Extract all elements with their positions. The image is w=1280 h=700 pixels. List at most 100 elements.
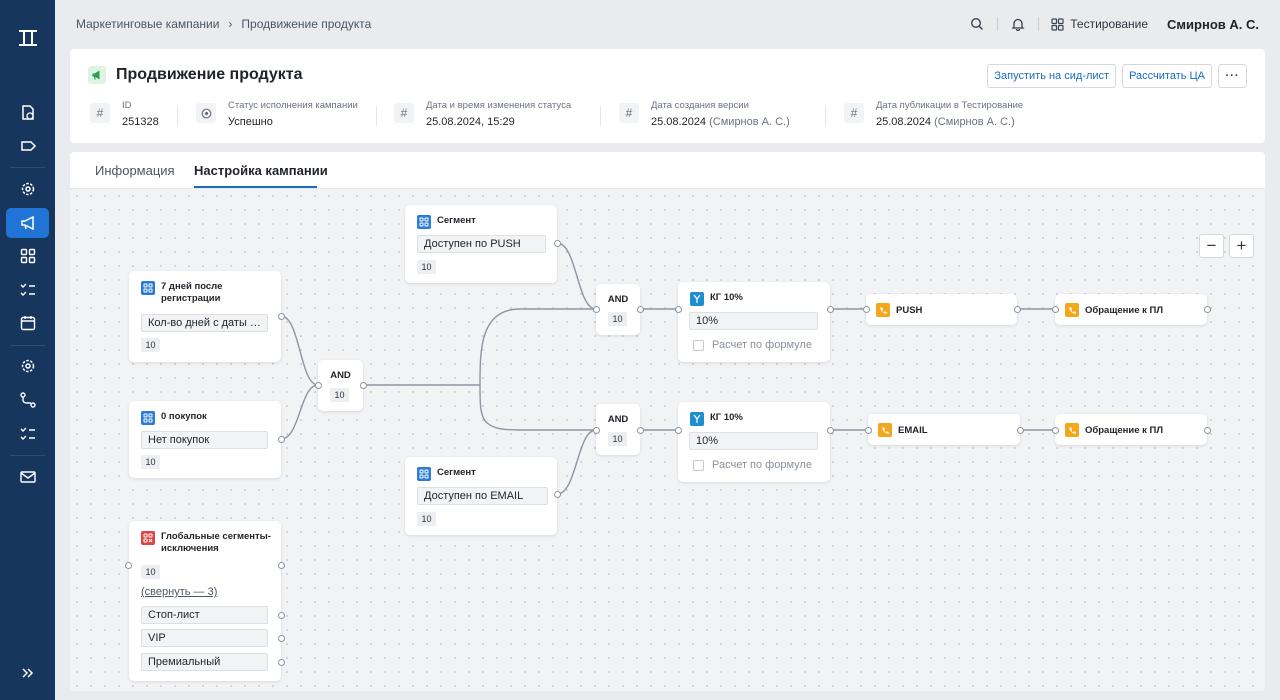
- input-port[interactable]: [865, 427, 872, 434]
- node-channel-push[interactable]: PUSH: [866, 294, 1017, 325]
- sidebar-item-messages[interactable]: [6, 462, 49, 492]
- sidebar-item-widgets[interactable]: [6, 241, 49, 271]
- node-segment-email[interactable]: Сегмент Доступен по EMAIL 10: [405, 457, 557, 535]
- checkbox-label: Расчет по формуле: [712, 339, 812, 351]
- node-and-push[interactable]: AND 10: [596, 284, 640, 335]
- phone-icon: [1065, 423, 1079, 437]
- output-port[interactable]: [1014, 306, 1021, 313]
- sidebar-item-monitor[interactable]: [6, 98, 49, 128]
- meta-value-date: 25.08.2024: [651, 116, 707, 128]
- environment-switch[interactable]: Тестирование: [1051, 17, 1148, 31]
- tab-settings[interactable]: Настройка кампании: [194, 163, 328, 178]
- segment-icon: [141, 281, 155, 295]
- node-contact-pl-email[interactable]: Обращение к ПЛ: [1055, 414, 1207, 445]
- output-port[interactable]: [637, 427, 644, 434]
- sidebar-item-settings[interactable]: [6, 174, 49, 204]
- input-port[interactable]: [593, 427, 600, 434]
- input-port[interactable]: [863, 306, 870, 313]
- node-title: 7 дней после регистрации: [161, 281, 223, 304]
- chevron-double-right-icon: [21, 668, 33, 678]
- chevron-right-icon: ›: [228, 17, 233, 31]
- output-port[interactable]: [637, 306, 644, 313]
- output-port[interactable]: [278, 436, 285, 443]
- sidebar-expand[interactable]: [6, 658, 49, 688]
- node-channel-email[interactable]: EMAIL: [868, 414, 1020, 445]
- node-segment-7-days[interactable]: 7 дней после регистрации Кол-во дней с д…: [129, 271, 281, 362]
- output-port[interactable]: [1204, 306, 1211, 313]
- output-port[interactable]: [554, 491, 561, 498]
- output-port[interactable]: [1017, 427, 1024, 434]
- sidebar-item-tags[interactable]: [6, 131, 49, 161]
- node-field[interactable]: Доступен по EMAIL: [417, 487, 548, 505]
- formula-checkbox[interactable]: Расчет по формуле: [693, 459, 812, 471]
- logo-icon[interactable]: [17, 29, 39, 47]
- node-field[interactable]: Доступен по PUSH: [417, 235, 546, 253]
- sidebar-item-lists[interactable]: [6, 419, 49, 449]
- output-port[interactable]: [278, 635, 285, 642]
- zoom-in-button[interactable]: +: [1229, 234, 1254, 258]
- exclusion-item[interactable]: Стоп-лист: [141, 606, 268, 624]
- formula-checkbox[interactable]: Расчет по формуле: [693, 339, 812, 351]
- tabs: Информация Настройка кампании: [70, 152, 1265, 189]
- node-field[interactable]: Кол-во дней с даты регистрации: [141, 314, 268, 332]
- bell-icon[interactable]: [1010, 16, 1026, 32]
- input-port[interactable]: [1052, 306, 1059, 313]
- output-port[interactable]: [827, 427, 834, 434]
- sidebar-item-campaigns[interactable]: [6, 208, 49, 238]
- run-seed-list-button[interactable]: Запустить на сид-лист: [987, 64, 1117, 88]
- exclusion-item[interactable]: Премиальный: [141, 653, 268, 671]
- output-port[interactable]: [360, 382, 367, 389]
- sidebar-item-admin[interactable]: [6, 351, 49, 381]
- meta-status: Статус исполнения кампании Успешно: [196, 100, 358, 130]
- node-contact-pl-push[interactable]: Обращение к ПЛ: [1055, 294, 1207, 325]
- node-control-group-push[interactable]: КГ 10% 10% Расчет по формуле: [678, 282, 830, 362]
- node-segment-push[interactable]: Сегмент Доступен по PUSH 10: [405, 205, 557, 283]
- input-port[interactable]: [125, 562, 132, 569]
- checkbox-box[interactable]: [693, 459, 704, 471]
- sidebar-item-routes[interactable]: [6, 385, 49, 415]
- output-port[interactable]: [278, 612, 285, 619]
- meta-value-author: (Смирнов А. С.): [934, 116, 1015, 128]
- grid-icon: [1051, 17, 1064, 31]
- percent-field[interactable]: 10%: [689, 312, 818, 330]
- sidebar-item-calendar[interactable]: [6, 308, 49, 338]
- output-port[interactable]: [278, 659, 285, 666]
- output-port[interactable]: [278, 562, 285, 569]
- input-port[interactable]: [675, 427, 682, 434]
- node-field[interactable]: Нет покупок: [141, 431, 268, 449]
- percent-field[interactable]: 10%: [689, 432, 818, 450]
- tab-info[interactable]: Информация: [95, 163, 175, 178]
- breadcrumb-campaigns[interactable]: Маркетинговые кампании: [76, 17, 220, 31]
- node-control-group-email[interactable]: КГ 10% 10% Расчет по формуле: [678, 402, 830, 482]
- node-title: КГ 10%: [710, 292, 743, 303]
- output-port[interactable]: [554, 240, 561, 247]
- collapse-link[interactable]: (свернуть — 3): [141, 586, 218, 598]
- output-port[interactable]: [278, 313, 285, 320]
- sidebar-item-tasks[interactable]: [6, 275, 49, 305]
- input-port[interactable]: [593, 306, 600, 313]
- node-and-merge[interactable]: AND 10: [318, 360, 363, 411]
- user-name[interactable]: Смирнов А. С.: [1167, 16, 1259, 32]
- node-segment-no-purchases[interactable]: 0 покупок Нет покупок 10: [129, 401, 281, 478]
- hash-icon: #: [619, 103, 639, 123]
- tag-icon: [20, 141, 36, 151]
- checkbox-box[interactable]: [693, 339, 704, 351]
- exclusion-item[interactable]: VIP: [141, 629, 268, 647]
- zoom-out-button[interactable]: −: [1199, 234, 1224, 258]
- node-title: Сегмент: [437, 467, 476, 478]
- input-port[interactable]: [675, 306, 682, 313]
- output-port[interactable]: [827, 306, 834, 313]
- segment-icon: [417, 467, 431, 481]
- input-port[interactable]: [315, 382, 322, 389]
- more-actions-button[interactable]: ···: [1218, 64, 1247, 88]
- node-and-email[interactable]: AND 10: [596, 404, 640, 455]
- hash-icon: #: [394, 103, 414, 123]
- input-port[interactable]: [1052, 427, 1059, 434]
- checkbox-label: Расчет по формуле: [712, 459, 812, 471]
- output-port[interactable]: [1204, 427, 1211, 434]
- node-global-exclusions[interactable]: Глобальные сегменты-исключения 10 (сверн…: [129, 521, 281, 681]
- node-count-badge: 10: [417, 512, 436, 526]
- search-icon[interactable]: [969, 16, 985, 32]
- calculate-audience-button[interactable]: Рассчитать ЦА: [1122, 64, 1212, 88]
- node-title: 0 покупок: [161, 411, 207, 422]
